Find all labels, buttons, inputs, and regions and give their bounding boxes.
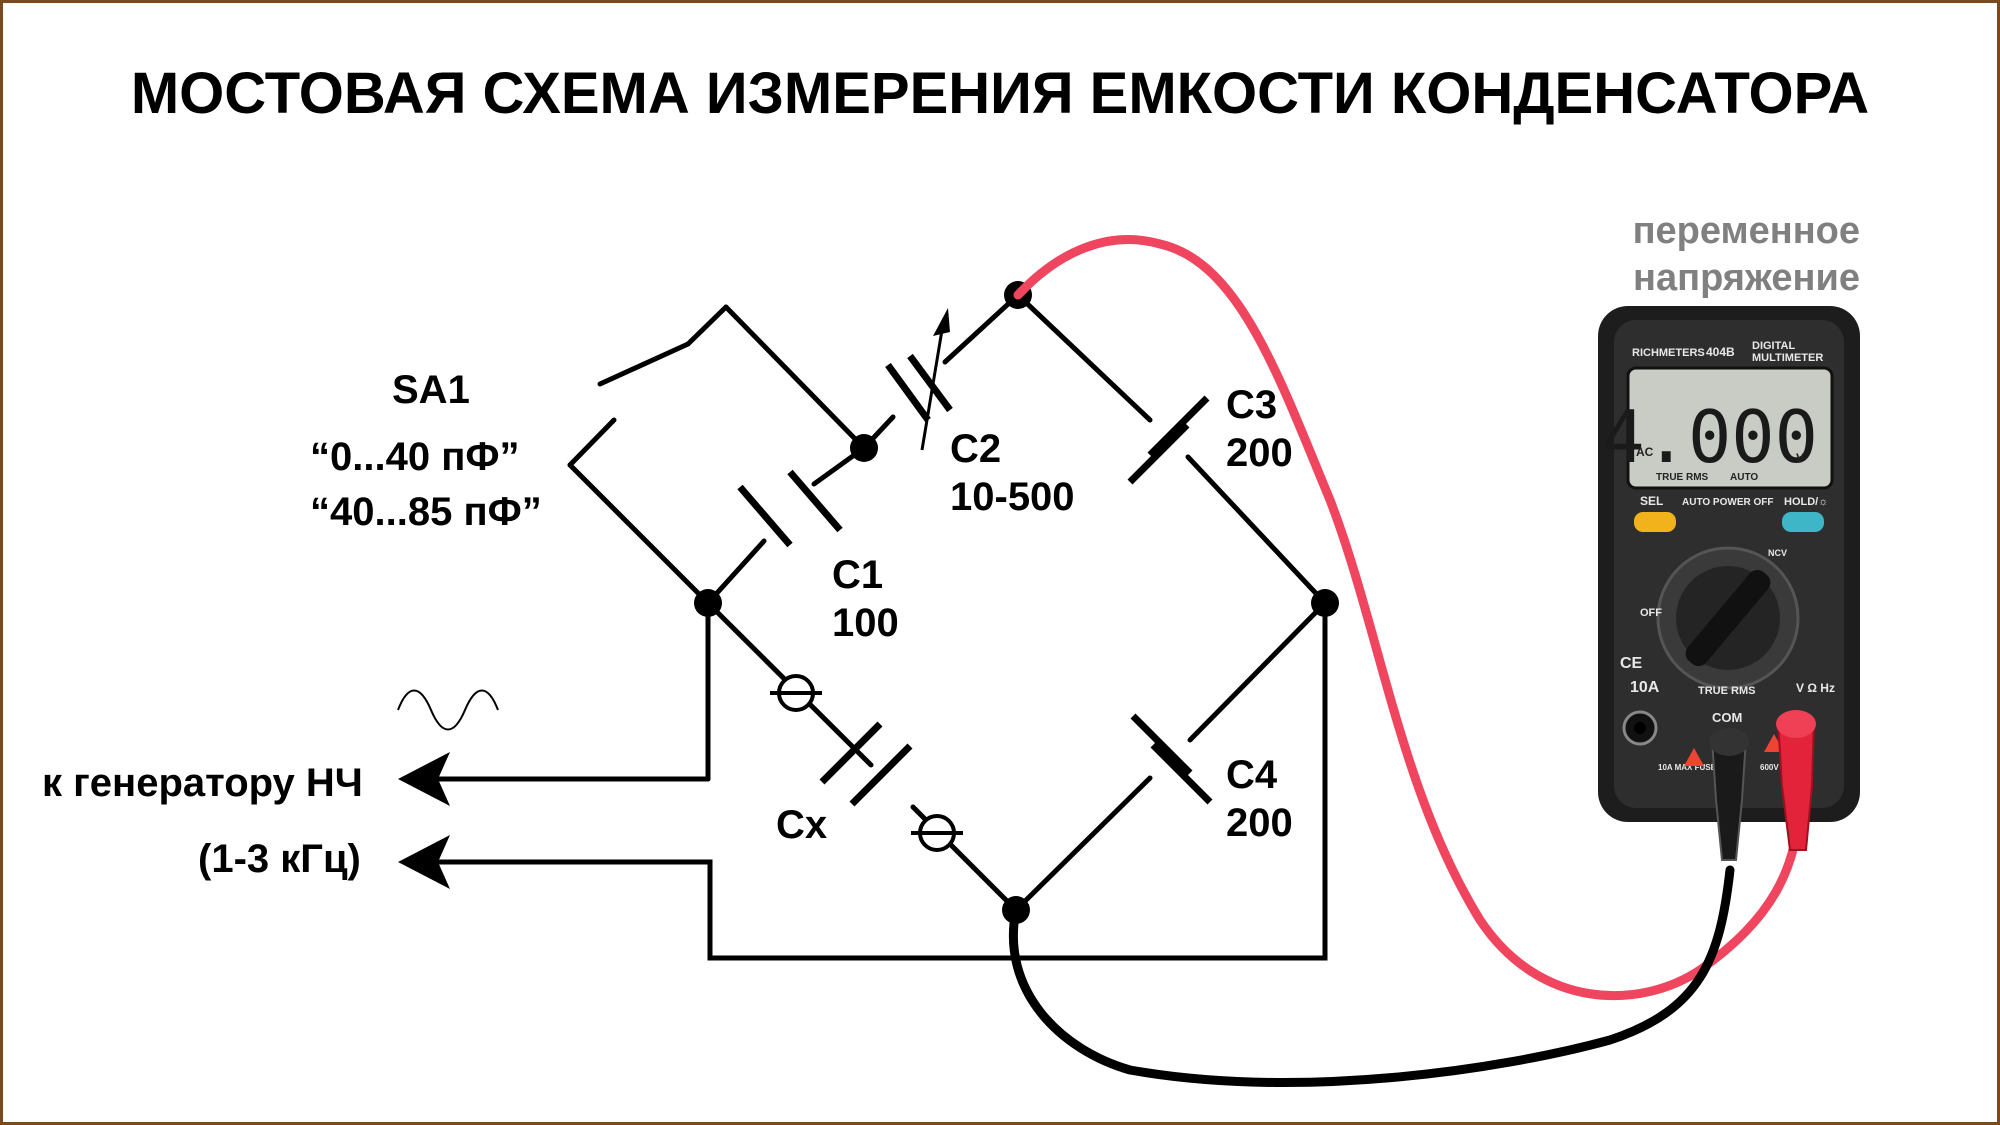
c3-value: 200 (1226, 431, 1293, 475)
fuse-10a-label: 10A MAX FUSED (1658, 763, 1722, 772)
c3-name: C3 (1226, 383, 1277, 427)
c1-name: C1 (832, 553, 883, 597)
switch-range-2: “40...85 пФ” (310, 490, 542, 534)
black-test-lead (1008, 865, 1735, 1087)
c2-name: C2 (950, 427, 1001, 471)
generator-arrow-bottom (398, 835, 450, 889)
capacitor-c4 (1130, 713, 1213, 805)
black-probe-plug (1710, 737, 1748, 861)
multimeter-auto-indicator: AUTO (1730, 472, 1758, 483)
capacitor-c3 (1127, 395, 1210, 485)
multimeter-ac-indicator: AC (1636, 445, 1654, 459)
multimeter-type-line1: DIGITAL (1752, 340, 1795, 352)
jack-com-label: COM (1712, 710, 1742, 725)
generator-arrow-top (398, 752, 450, 806)
dial-off-label: OFF (1640, 607, 1662, 619)
capacitor-cx (819, 721, 913, 807)
generator-label-line1: к генератору НЧ (42, 761, 363, 805)
test-terminal-top (770, 674, 822, 712)
test-terminal-bottom (911, 814, 963, 852)
generator-label-line2: (1-3 кГц) (198, 837, 361, 881)
dial-ncv-label: NCV (1768, 548, 1787, 558)
hold-label: HOLD/☼ (1784, 496, 1828, 508)
c4-value: 200 (1226, 801, 1293, 845)
multimeter-truerms-indicator: TRUE RMS (1656, 472, 1709, 483)
page-title: МОСТОВАЯ СХЕМА ИЗМЕРЕНИЯ ЕМКОСТИ КОНДЕНС… (131, 61, 1869, 126)
multimeter-lcd (1626, 366, 1834, 490)
red-probe-plug (1776, 719, 1816, 851)
switch-label: SA1 (392, 368, 470, 412)
ac-sine-icon (397, 689, 499, 731)
multimeter-unit: V (1796, 451, 1804, 465)
multimeter-reading: 4.000 (1601, 395, 1818, 479)
sel-label: SEL (1640, 494, 1663, 508)
switch-range-1: “0...40 пФ” (310, 435, 520, 479)
dial-truerms-label: TRUE RMS (1698, 685, 1755, 697)
meter-note-line2: напряжение (1633, 257, 1860, 299)
c1-value: 100 (832, 601, 899, 645)
hold-button[interactable] (1782, 512, 1824, 532)
auto-power-off-label: AUTO POWER OFF (1682, 497, 1773, 508)
multimeter-brand: RICHMETERS (1632, 347, 1705, 359)
warning-icon (1684, 748, 1704, 766)
c2-value: 10-500 (950, 475, 1075, 519)
capacitor-c1 (737, 469, 843, 548)
meter-note-line1: переменное (1633, 210, 1860, 252)
capacitor-c2-variable (885, 308, 953, 451)
cx-name: Cx (776, 803, 827, 847)
jack-vohz-label: V Ω Hz (1796, 681, 1835, 695)
jack-10a-label: 10A (1630, 679, 1660, 696)
multimeter-type-line2: MULTIMETER (1752, 352, 1823, 364)
sel-button[interactable] (1634, 512, 1676, 532)
multimeter: RICHMETERS 404B DIGITAL MULTIMETER 4.000… (1598, 306, 1860, 861)
ce-mark: CE (1620, 655, 1643, 672)
c4-name: C4 (1226, 753, 1278, 797)
dial-knob[interactable] (1682, 566, 1775, 670)
multimeter-model: 404B (1706, 345, 1735, 359)
